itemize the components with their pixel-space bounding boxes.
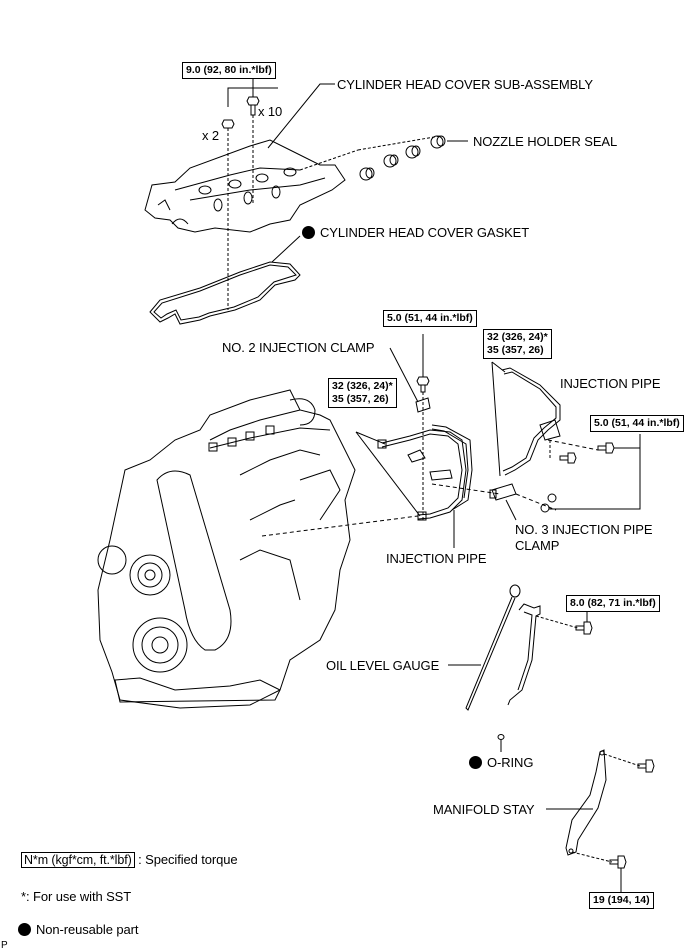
no3-injection-pipe-clamp-drawing: [489, 483, 517, 501]
no3-clamp-nut-2-icon: [540, 503, 550, 513]
cylinder-head-cover-drawing: [144, 139, 346, 233]
no3-clamp-nut-icon: [547, 493, 557, 503]
cylinder-head-cover-gasket-drawing: [149, 261, 301, 325]
stay-top-bolt-dash: [603, 753, 641, 767]
torque-gauge-guide-bolt: 8.0 (82, 71 in.*lbf): [566, 595, 660, 612]
no2-clamp-drawing: [415, 397, 431, 413]
torque-no3-clamp-bolts: 5.0 (51, 44 in.*lbf): [590, 415, 684, 432]
gauge-bolt-dash: [535, 615, 579, 629]
torque-pipe-right-line1: 32 (326, 24)*: [487, 331, 548, 343]
label-nozzle-holder-seal: NOZZLE HOLDER SEAL: [473, 134, 618, 149]
legend-torque-unit-box: N*m (kgf*cm, ft.*lbf): [21, 852, 135, 868]
torque-pipe-right: 32 (326, 24)* 35 (357, 26): [483, 329, 552, 359]
stay-top-bolt-icon: [637, 759, 655, 773]
legend-non-reusable-text: Non-reusable part: [36, 922, 139, 937]
cover-leader: [267, 83, 335, 149]
oil-level-gauge-drawing: [465, 584, 541, 711]
label-oil-level-gauge: OIL LEVEL GAUGE: [326, 658, 440, 673]
label-cylinder-head-cover: CYLINDER HEAD COVER SUB-ASSEMBLY: [337, 77, 593, 92]
right-pipe-bolt-2-icon: [559, 452, 577, 464]
cover-nut-icon: [221, 119, 235, 129]
label-no3-injection-pipe-clamp-line2: CLAMP: [515, 538, 560, 553]
legend-sst-note: *: For use with SST: [21, 889, 132, 904]
label-manifold-stay: MANIFOLD STAY: [433, 802, 535, 817]
torque-pipe-left-line1: 32 (326, 24)*: [332, 380, 393, 392]
no2-clamp-bolt-icon: [416, 376, 430, 393]
engine-pipe-dash: [261, 515, 419, 537]
gasket-leader: [271, 235, 301, 263]
engine-block-drawing: [97, 389, 356, 709]
pipe-right-torque-leader-1: [491, 361, 506, 373]
seal-dash: [299, 149, 359, 171]
non-reusable-mark-icon: [18, 923, 31, 936]
torque-pipe-right-line2: 35 (357, 26): [487, 344, 544, 356]
legend-non-reusable: Non-reusable part: [18, 922, 138, 937]
stay-bottom-bolt-icon: [609, 855, 627, 869]
gauge-guide-bolt-icon: [575, 621, 593, 635]
pipe-left-torque-leader-1: [355, 431, 386, 445]
right-pipe-bolt-dash: [547, 439, 599, 451]
torque-no2-clamp-bolt: 5.0 (51, 44 in.*lbf): [383, 310, 477, 327]
non-reusable-mark-icon: [469, 756, 482, 769]
no3-clamp-torque-leader: [549, 447, 641, 510]
label-no3-injection-pipe-clamp-line1: NO. 3 INJECTION PIPE: [515, 522, 653, 537]
seal-dash-2: [357, 135, 441, 151]
label-o-ring: O-RING: [469, 755, 533, 770]
label-cylinder-head-cover-gasket-text: CYLINDER HEAD COVER GASKET: [320, 225, 530, 240]
torque-manifold-stay-bolt: 19 (194, 14): [589, 892, 654, 909]
torque-cover-bolts: 9.0 (92, 80 in.*lbf): [182, 62, 276, 79]
footer-code: P: [1, 940, 8, 951]
label-injection-pipe-center: INJECTION PIPE: [386, 551, 487, 566]
label-no2-injection-clamp: NO. 2 INJECTION CLAMP: [222, 340, 375, 355]
pipe-left-torque-leader-2: [355, 431, 421, 517]
injection-pipe-right-drawing: [501, 367, 561, 476]
bolt-quantity: x 10: [258, 104, 283, 119]
nozzle-holder-seals-drawing: [359, 135, 446, 181]
label-o-ring-text: O-RING: [487, 755, 534, 770]
nut-quantity: x 2: [202, 128, 220, 143]
pipe-right-torque-leader-2: [491, 361, 501, 477]
no3-clamp-leader: [505, 499, 517, 521]
non-reusable-mark-icon: [302, 226, 315, 239]
label-cylinder-head-cover-gasket: CYLINDER HEAD COVER GASKET: [302, 225, 529, 240]
torque-pipe-left-line2: 35 (357, 26): [332, 393, 389, 405]
right-pipe-bolt-icon: [597, 442, 615, 454]
no3-clamp-dash: [431, 483, 501, 495]
manifold-stay-drawing: [565, 749, 607, 856]
torque-pipe-left: 32 (326, 24)* 35 (357, 26): [328, 378, 397, 408]
injection-pipes-center-drawing: [377, 424, 473, 521]
no2-clamp-leader: [389, 347, 419, 403]
stay-bottom-bolt-dash: [571, 851, 613, 863]
legend-torque-desc: : Specified torque: [138, 852, 238, 867]
label-injection-pipe-right: INJECTION PIPE: [560, 376, 661, 391]
o-ring-drawing: [497, 734, 505, 740]
legend-torque: N*m (kgf*cm, ft.*lbf) : Specified torque: [21, 852, 238, 868]
cover-torque-leader: [227, 78, 278, 107]
